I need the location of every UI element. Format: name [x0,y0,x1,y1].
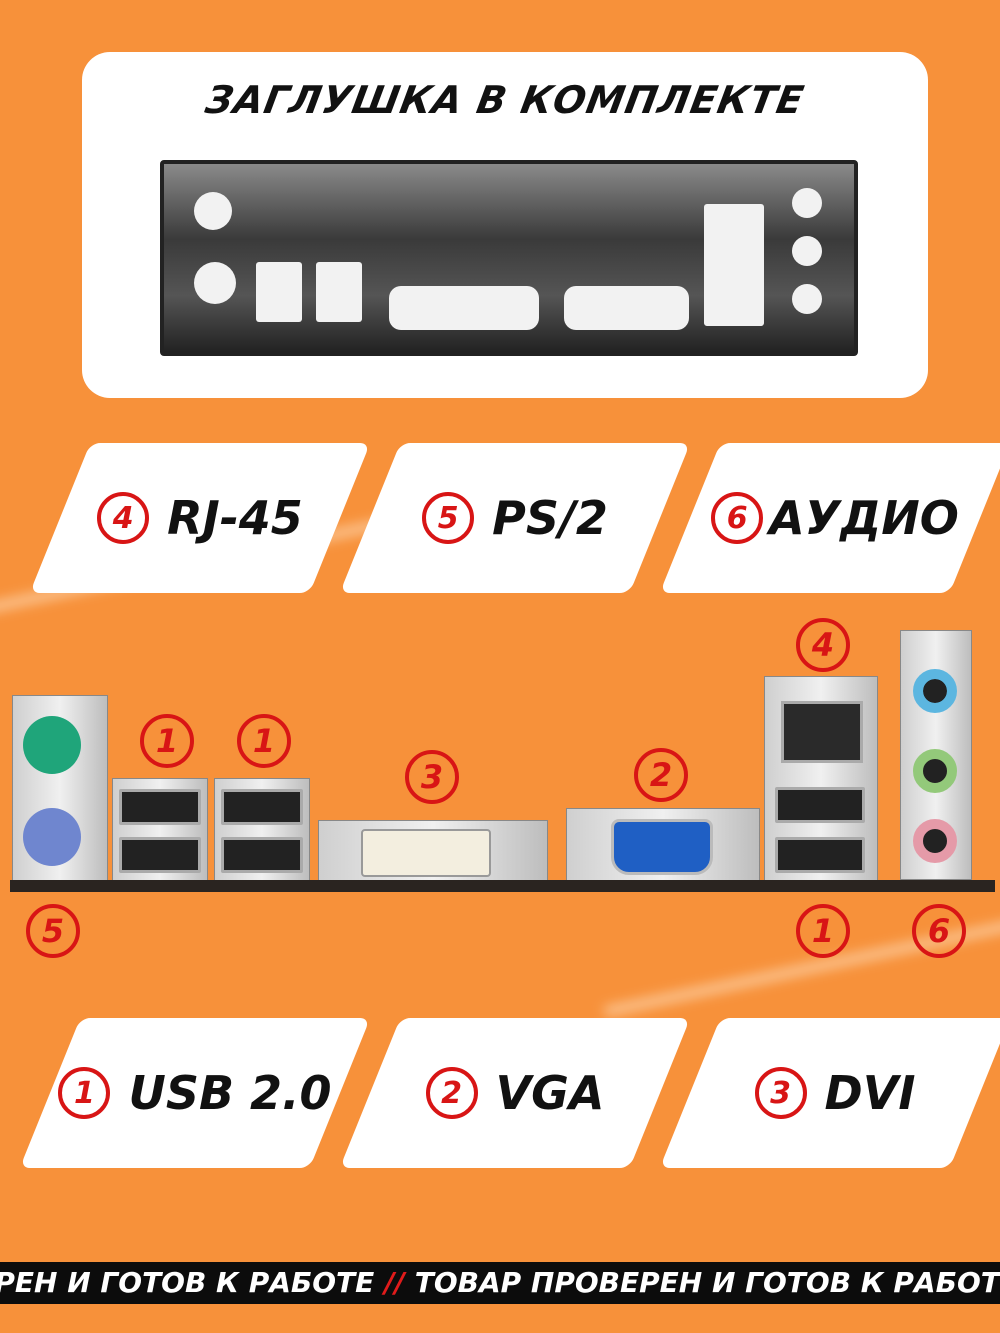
vga-port [566,808,760,884]
rj45-usb-port [764,676,878,882]
card-label: VGA [495,1066,605,1120]
number-badge: 2 [425,1067,478,1119]
card-label: АУДИО [769,491,959,545]
legend-card-rj45: 4 RJ-45 [29,443,371,593]
io-shield-panel: ЗАГЛУШКА В КОМПЛЕКТЕ [82,52,928,398]
motherboard-edge [10,880,995,892]
ticker-separator: // [384,1266,405,1299]
badge-dvi: 3 [405,750,459,804]
badge-rj45: 4 [796,618,850,672]
number-badge: 3 [754,1067,807,1119]
usb-port-stack [214,778,310,884]
ticker-text: ТОВАР ПРОВЕРЕН И ГОТОВ К РАБОТЕ [0,1266,375,1299]
ps2-port [12,695,108,885]
card-label: PS/2 [492,491,608,545]
badge-ps2: 5 [26,904,80,958]
badge-usb: 1 [237,714,291,768]
card-label: RJ-45 [167,491,303,545]
number-badge: 4 [97,492,150,544]
legend-card-dvi: 3 DVI [659,1018,1000,1168]
number-badge: 1 [58,1067,111,1119]
usb-port-stack [112,778,208,884]
legend-card-ps2: 5 PS/2 [339,443,691,593]
io-shield-image [160,160,858,356]
number-badge: 6 [711,492,764,544]
legend-card-vga: 2 VGA [339,1018,691,1168]
badge-audio: 6 [912,904,966,958]
card-label: DVI [824,1066,916,1120]
audio-ports [900,630,972,880]
number-badge: 5 [422,492,475,544]
ticker-text: ТОВАР ПРОВЕРЕН И ГОТОВ К РАБОТЕ [414,1266,1000,1299]
panel-title: ЗАГЛУШКА В КОМПЛЕКТЕ [202,78,808,122]
marquee-ticker: ТОВАР ПРОВЕРЕН И ГОТОВ К РАБОТЕ // ТОВАР П… [0,1262,1000,1304]
badge-usb: 1 [796,904,850,958]
dvi-port [318,820,548,884]
badge-usb: 1 [140,714,194,768]
legend-card-usb: 1 USB 2.0 [19,1018,371,1168]
card-label: USB 2.0 [128,1066,332,1120]
badge-vga: 2 [634,748,688,802]
